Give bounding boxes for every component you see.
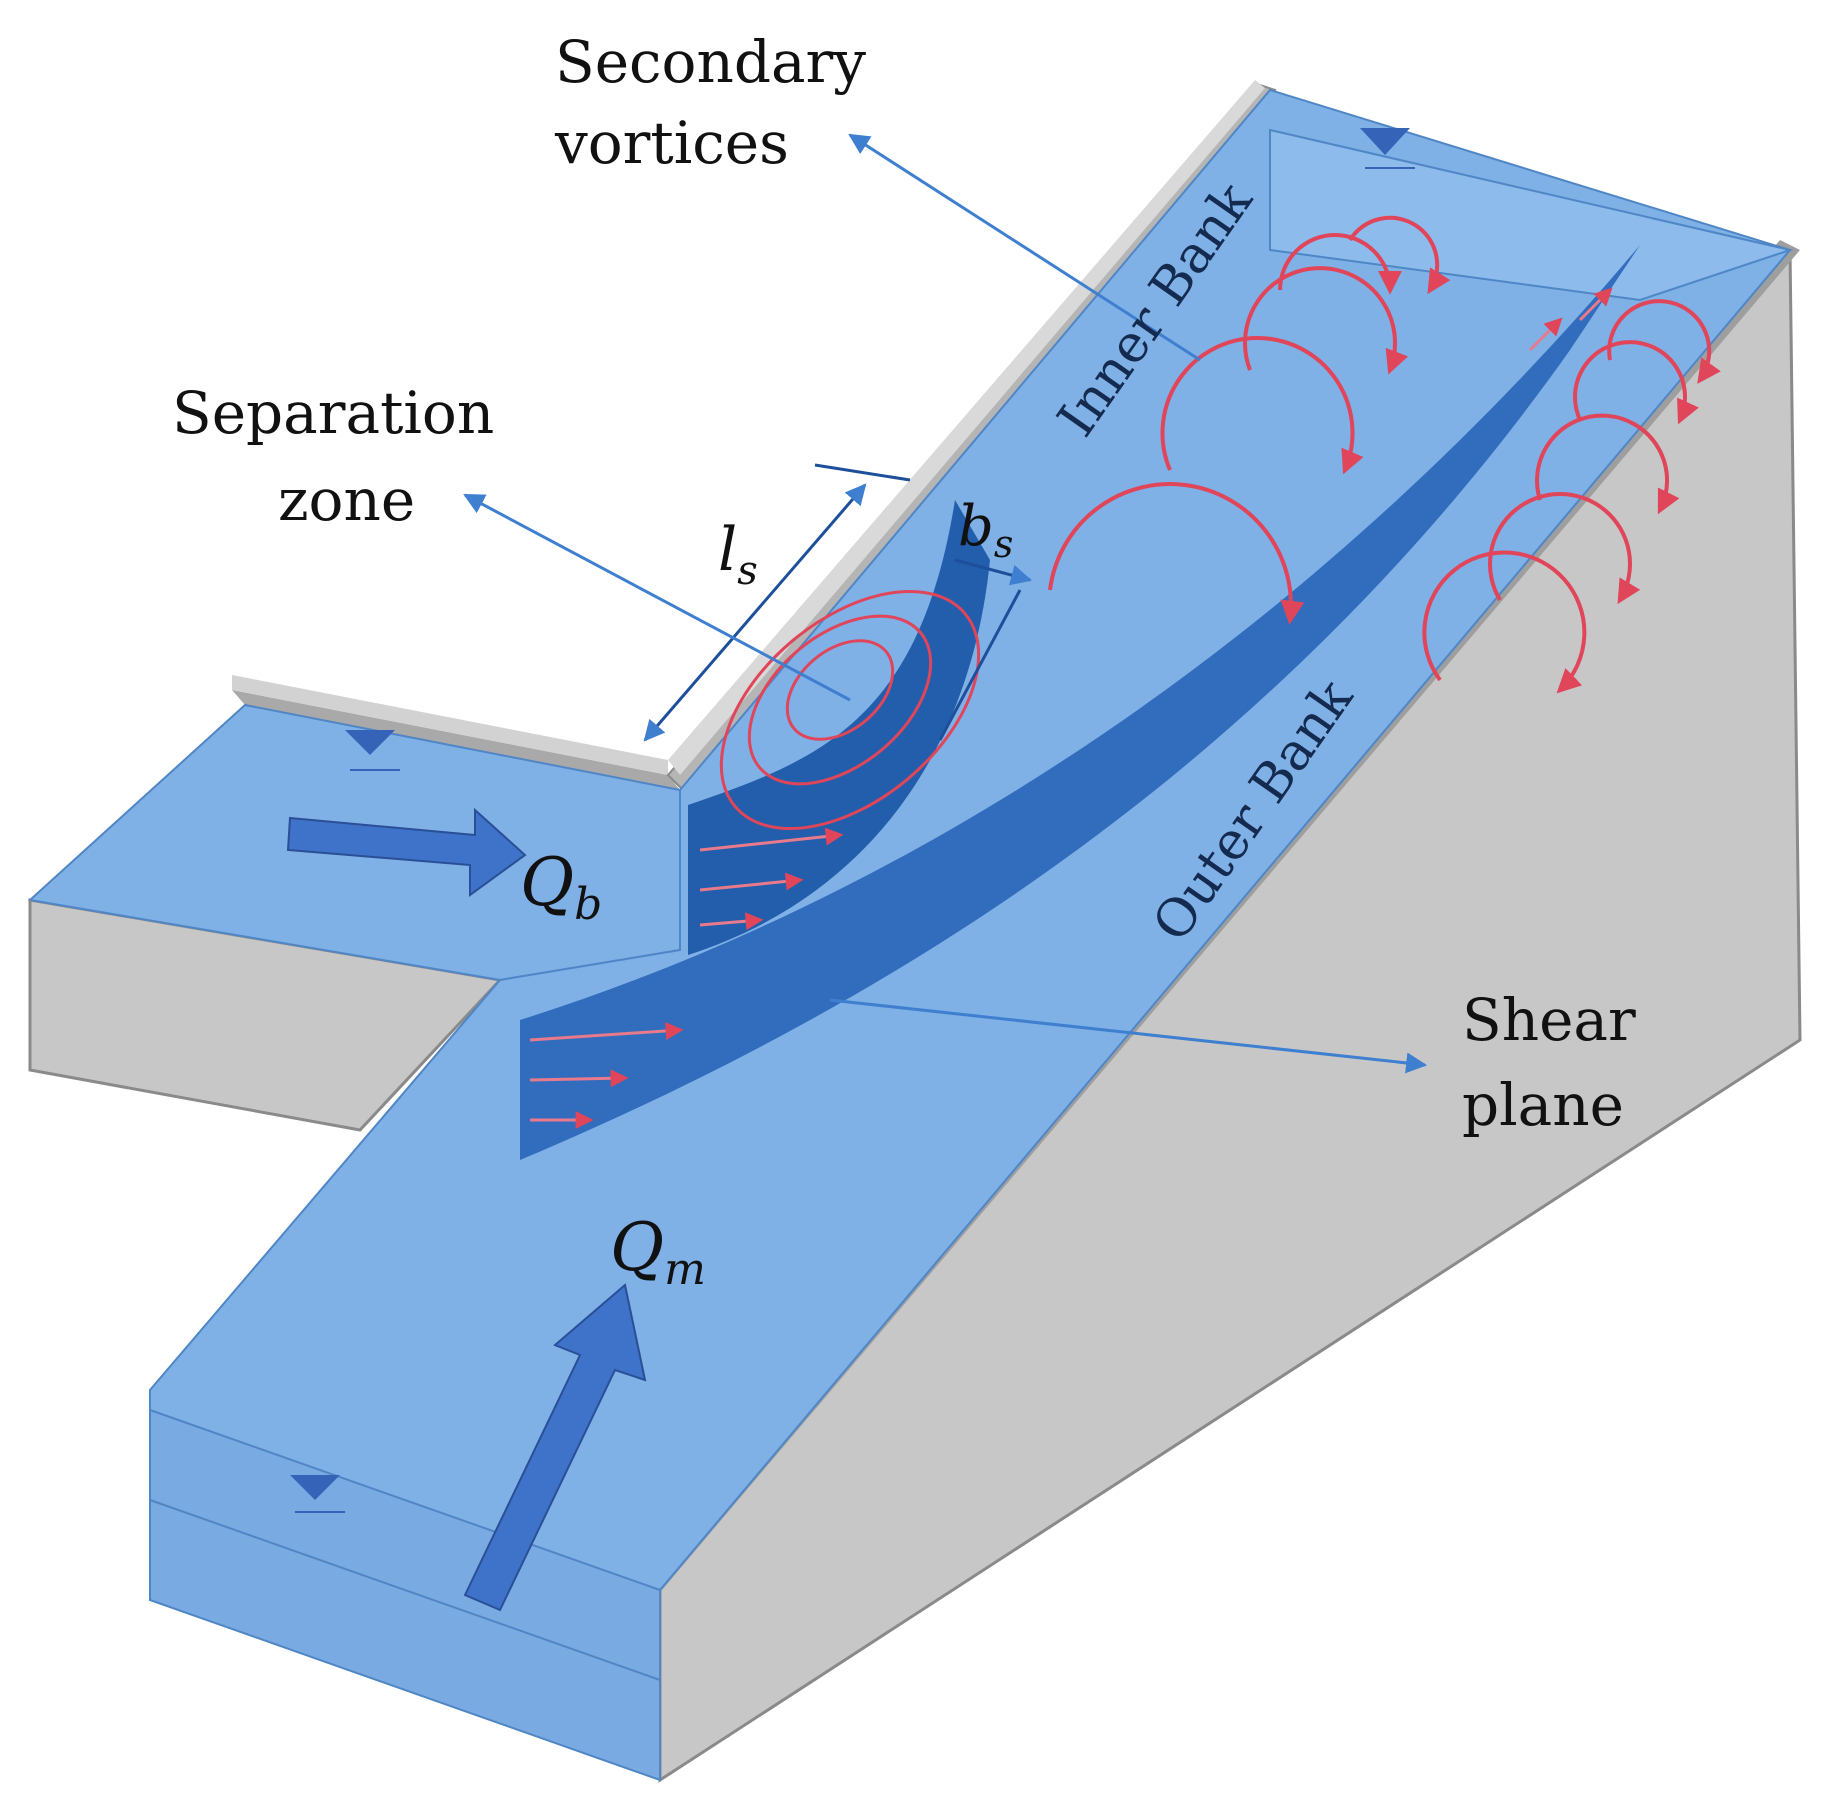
- symbol-ls: ls: [718, 515, 758, 594]
- shear-plane-surface: [520, 245, 1640, 1160]
- bs-dimension: [954, 558, 1033, 586]
- separation-zone-surface: [688, 500, 990, 955]
- main-flow-arrow: [463, 1283, 647, 1612]
- water-level-markers: [290, 128, 1410, 1500]
- label-secondary-line1: Secondary: [555, 28, 866, 96]
- label-shear-line1: Shear: [1462, 986, 1636, 1054]
- label-separation-line1: Separation: [172, 379, 494, 447]
- symbol-qb: Qb: [520, 844, 602, 930]
- label-vortices-line2: vortices: [554, 109, 789, 177]
- ls-dimension: [643, 483, 867, 742]
- secondary-vortices: [1048, 215, 1721, 694]
- symbol-qm: Qm: [610, 1209, 706, 1295]
- water-level-marker-downstream: [1360, 128, 1410, 155]
- water-level-marker-upstream: [290, 1475, 340, 1500]
- surface-flow-arrows: [529, 287, 1613, 1129]
- leader-shear-plane: [829, 998, 1428, 1074]
- branch-back-wall-face: [232, 675, 668, 775]
- upstream-section: [149, 1408, 661, 1782]
- upstream-depth-line: [149, 1499, 661, 1681]
- downstream-section: [1269, 128, 1794, 302]
- leader-lines: [463, 133, 1428, 1074]
- water-level-marker-branch: [345, 730, 395, 755]
- flow-arrows: [286, 807, 647, 1612]
- label-plane-line2: plane: [1462, 1071, 1624, 1139]
- symbol-bs: bs: [958, 494, 1013, 566]
- branch-back-wall: [232, 690, 680, 790]
- label-zone-line2: zone: [278, 466, 415, 534]
- leader-separation-zone: [463, 493, 851, 702]
- dimension-lines: [643, 463, 1033, 742]
- flow-surfaces: [520, 245, 1640, 1160]
- leader-secondary-vortices: [848, 133, 1201, 362]
- branch-flow-arrow: [286, 807, 527, 897]
- water-level-lines: [295, 167, 1415, 1513]
